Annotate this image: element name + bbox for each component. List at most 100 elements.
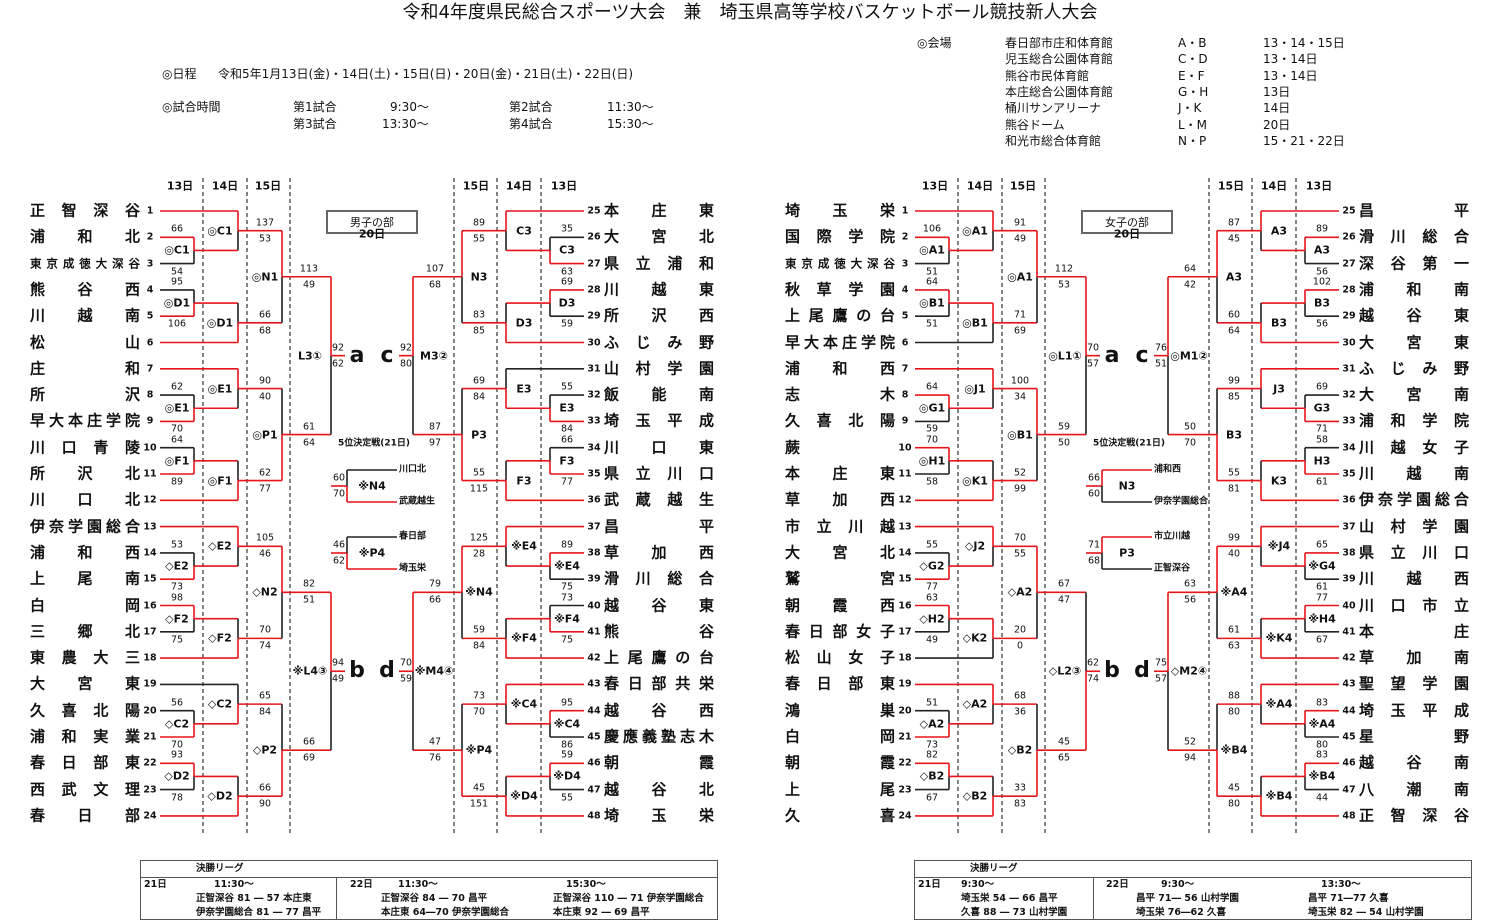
team-number: 23 xyxy=(143,783,157,795)
team-name: 朝霞 xyxy=(604,753,714,772)
team-name: 東農大三 xyxy=(30,648,140,667)
team-name: 伊奈学園総合 xyxy=(1359,490,1469,509)
venue-courts: C・D xyxy=(1178,52,1208,67)
score: 82 xyxy=(302,578,316,590)
team-name: 埼玉平成 xyxy=(604,411,714,430)
game-slot-time: 13:30〜 xyxy=(382,117,429,131)
match-label: ◎B1 xyxy=(962,316,988,330)
team-number: 14 xyxy=(143,547,157,559)
match-label: D3 xyxy=(515,316,533,330)
score: 71 xyxy=(1315,423,1329,435)
score: 106 xyxy=(922,223,942,235)
match-label: B3 xyxy=(1313,296,1331,310)
score: 49 xyxy=(1013,232,1027,244)
score: 49 xyxy=(331,673,345,685)
team-number: 20 xyxy=(143,704,157,716)
score: 94 xyxy=(331,657,345,669)
score: 83 xyxy=(472,309,486,321)
league-game: 埼玉栄 82 ― 54 山村学園 xyxy=(1308,907,1424,918)
match-label: ◇K2 xyxy=(962,631,988,645)
team-number: 23 xyxy=(898,783,912,795)
fifth-place-team: 川口北 xyxy=(399,464,427,475)
team-name: 久喜 xyxy=(785,806,895,825)
venue-name: 本庄総合公園体育館 xyxy=(1005,84,1114,99)
venue-name: 熊谷市民体育館 xyxy=(1005,68,1090,83)
match-label: ◎F1 xyxy=(207,474,233,488)
team-name: 浦和西 xyxy=(30,543,140,562)
match-label: ◇C2 xyxy=(164,717,190,731)
score: 92 xyxy=(399,341,413,353)
score: 76 xyxy=(428,752,442,764)
match-label: ◎G1 xyxy=(918,401,946,415)
team-name: 春日部 xyxy=(30,806,140,825)
semifinal-label: M3② xyxy=(420,349,448,363)
score: 74 xyxy=(258,640,272,652)
team-number: 1 xyxy=(146,205,154,217)
match-label: D3 xyxy=(558,296,576,310)
venue-courts: E・F xyxy=(1178,68,1205,83)
match-label: ※H4 xyxy=(1308,612,1336,626)
score: 80 xyxy=(1227,706,1241,718)
league-game: 埼玉栄 54 ― 66 昌平 xyxy=(961,893,1058,904)
score: 66 xyxy=(258,309,272,321)
team-name: 大宮南 xyxy=(1359,385,1469,404)
team-name: 大宮東 xyxy=(30,674,140,693)
league-game: 昌平 71―77 久喜 xyxy=(1308,893,1389,904)
score: 61 xyxy=(1227,624,1241,636)
score: 70 xyxy=(1086,341,1100,353)
score: 70 xyxy=(1183,436,1197,448)
session-time: 9:30〜 xyxy=(961,879,995,890)
team-name: 上尾南 xyxy=(30,569,140,588)
score: 68 xyxy=(1087,555,1101,567)
team-number: 42 xyxy=(1342,652,1356,664)
league-game: 正智深谷 81 ― 57 本庄東 xyxy=(196,893,312,904)
team-number: 2 xyxy=(146,231,154,243)
score: 112 xyxy=(1054,263,1074,274)
fifth-place-team: 浦和西 xyxy=(1154,464,1182,475)
team-number: 36 xyxy=(587,494,601,506)
score: 73 xyxy=(925,739,939,751)
match-label: ◇J2 xyxy=(964,539,986,553)
venue-days: 20日 xyxy=(1263,117,1291,132)
team-number: 12 xyxy=(898,494,912,506)
team-number: 9 xyxy=(146,415,154,427)
score: 64 xyxy=(302,436,316,448)
match-label: ◇F2 xyxy=(165,612,189,626)
match-label: B3 xyxy=(1270,316,1288,330)
score: 60 xyxy=(1087,488,1101,500)
fifth-place-team: 武蔵越生 xyxy=(399,496,436,507)
match-label: ◎K1 xyxy=(962,474,988,488)
team-number: 7 xyxy=(901,363,909,375)
team-name: 埼玉栄 xyxy=(604,806,714,825)
score: 100 xyxy=(1010,374,1030,386)
team-name: 川口青陵 xyxy=(30,438,140,457)
score: 107 xyxy=(425,263,445,274)
venue-days: 13日 xyxy=(1263,84,1291,99)
team-number: 12 xyxy=(143,494,157,506)
league-game: 昌平 71― 56 山村学園 xyxy=(1136,893,1239,904)
team-number: 40 xyxy=(1342,599,1356,611)
team-number: 17 xyxy=(898,626,912,638)
score: 78 xyxy=(170,791,184,803)
team-number: 44 xyxy=(1342,704,1356,716)
team-name: 蕨 xyxy=(785,438,801,457)
league-day: 21日 xyxy=(144,879,167,890)
fifth-place-team: 埼玉栄 xyxy=(399,563,427,574)
score: 55 xyxy=(560,791,574,803)
team-number: 20 xyxy=(898,704,912,716)
team-name: 久喜北陽 xyxy=(30,701,140,720)
league-game: 久喜 88 ― 73 山村学園 xyxy=(961,907,1068,918)
match-label: ◎B1 xyxy=(919,296,945,310)
score: 70 xyxy=(258,624,272,636)
day-header: 15日 xyxy=(254,179,282,193)
score: 102 xyxy=(1312,276,1332,288)
semifinal-label: ◇M2④ xyxy=(1170,664,1208,678)
team-number: 11 xyxy=(898,468,912,480)
score: 60 xyxy=(1227,309,1241,321)
team-name: 川口北 xyxy=(30,490,140,509)
team-name: 草加西 xyxy=(785,490,895,509)
day-header: 15日 xyxy=(1009,179,1037,193)
game-slot-name: 第2試合 xyxy=(509,100,553,114)
team-name: 草加南 xyxy=(1359,648,1469,667)
